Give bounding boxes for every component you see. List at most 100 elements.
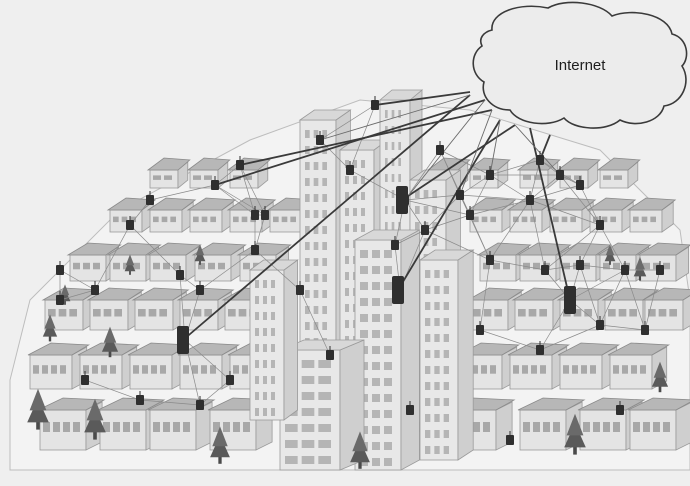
mesh-link — [424, 229, 491, 261]
uplink — [401, 124, 516, 201]
mesh-link — [539, 324, 601, 351]
wireless-node-icon — [196, 396, 204, 410]
wireless-node-icon — [56, 291, 64, 305]
mesh-link — [214, 164, 241, 186]
mesh-link — [529, 199, 601, 226]
mesh-link — [469, 174, 491, 216]
wireless-node-icon — [596, 216, 604, 230]
wireless-node-icon — [251, 241, 259, 255]
uplink — [397, 119, 501, 291]
mesh-link — [94, 224, 131, 291]
mesh-link — [404, 194, 461, 201]
mesh-link — [599, 269, 626, 326]
mesh-link — [489, 199, 531, 261]
house-icon — [27, 342, 91, 390]
tree-icon — [42, 314, 58, 342]
uplink — [319, 94, 471, 141]
house-icon — [146, 157, 191, 189]
mesh-link — [59, 269, 96, 291]
mesh-link — [469, 199, 531, 216]
mesh-link — [644, 269, 661, 331]
wireless-node-icon — [421, 221, 429, 235]
wireless-node-icon — [536, 151, 544, 165]
mesh-link — [149, 184, 216, 201]
mesh-link — [184, 339, 231, 381]
wireless-node-icon — [556, 166, 564, 180]
mesh-link — [319, 104, 376, 141]
mesh-link — [129, 224, 181, 276]
house-icon — [626, 197, 677, 233]
uplink — [239, 109, 493, 166]
uplink — [182, 94, 471, 341]
wireless-node-icon — [196, 281, 204, 295]
mesh-link — [459, 194, 531, 201]
tree-icon — [84, 398, 106, 440]
house-icon — [596, 157, 641, 189]
uplink — [514, 124, 561, 176]
wireless-node-icon — [176, 266, 184, 280]
uplink — [459, 109, 493, 196]
building-icon — [418, 249, 475, 461]
house-icon — [641, 287, 690, 331]
mesh-nodes-layer — [56, 96, 664, 445]
mesh-link — [239, 164, 256, 216]
wireless-node-icon — [621, 261, 629, 275]
mesh-link — [199, 379, 231, 406]
wireless-node-icon — [541, 261, 549, 275]
wireless-node-icon — [126, 216, 134, 230]
house-icon — [511, 287, 570, 331]
mesh-link — [579, 224, 601, 266]
mesh-link — [139, 399, 201, 406]
mesh-link — [439, 149, 491, 176]
tree-icon — [604, 244, 616, 265]
mesh-link — [254, 214, 266, 251]
mesh-link — [424, 194, 461, 231]
wireless-node-icon — [226, 371, 234, 385]
house-icon — [66, 242, 122, 282]
wireless-node-icon — [506, 431, 514, 445]
wireless-node-icon — [536, 341, 544, 355]
tree-icon — [27, 388, 49, 430]
internet-cloud: Internet — [472, 1, 688, 129]
wireless-node-icon — [326, 346, 334, 360]
mesh-link — [489, 259, 546, 271]
gateway-node-icon — [392, 276, 404, 304]
mesh-link — [624, 269, 646, 331]
mesh-link — [239, 164, 266, 216]
house-icon — [557, 342, 621, 390]
house-icon — [37, 397, 106, 451]
house-icon — [147, 397, 216, 451]
cloud-icon — [472, 1, 688, 129]
mesh-link — [459, 174, 491, 196]
wireless-node-icon — [371, 96, 379, 110]
wireless-node-icon — [576, 256, 584, 270]
wireless-node-icon — [251, 206, 259, 220]
wireless-node-icon — [346, 161, 354, 175]
wireless-node-icon — [146, 191, 154, 205]
mesh-link — [469, 214, 491, 261]
mesh-link — [404, 149, 441, 201]
mesh-link — [569, 269, 626, 301]
wireless-node-icon — [81, 371, 89, 385]
wireless-node-icon — [236, 156, 244, 170]
tree-icon — [101, 326, 119, 358]
uplink — [214, 99, 486, 186]
wireless-node-icon — [136, 391, 144, 405]
mesh-link — [489, 174, 531, 201]
wireless-node-icon — [406, 401, 414, 415]
tree-icon — [124, 254, 136, 275]
wireless-node-icon — [456, 186, 464, 200]
tree-icon — [194, 244, 206, 265]
cloud-label: Internet — [555, 57, 607, 74]
wireless-node-icon — [391, 236, 399, 250]
mesh-link — [479, 329, 541, 351]
wireless-node-icon — [476, 321, 484, 335]
mesh-link — [404, 199, 471, 216]
house-icon — [476, 242, 532, 282]
wireless-node-icon — [91, 281, 99, 295]
house-icon — [546, 197, 597, 233]
mesh-link — [199, 249, 256, 291]
mesh-link — [529, 184, 581, 201]
